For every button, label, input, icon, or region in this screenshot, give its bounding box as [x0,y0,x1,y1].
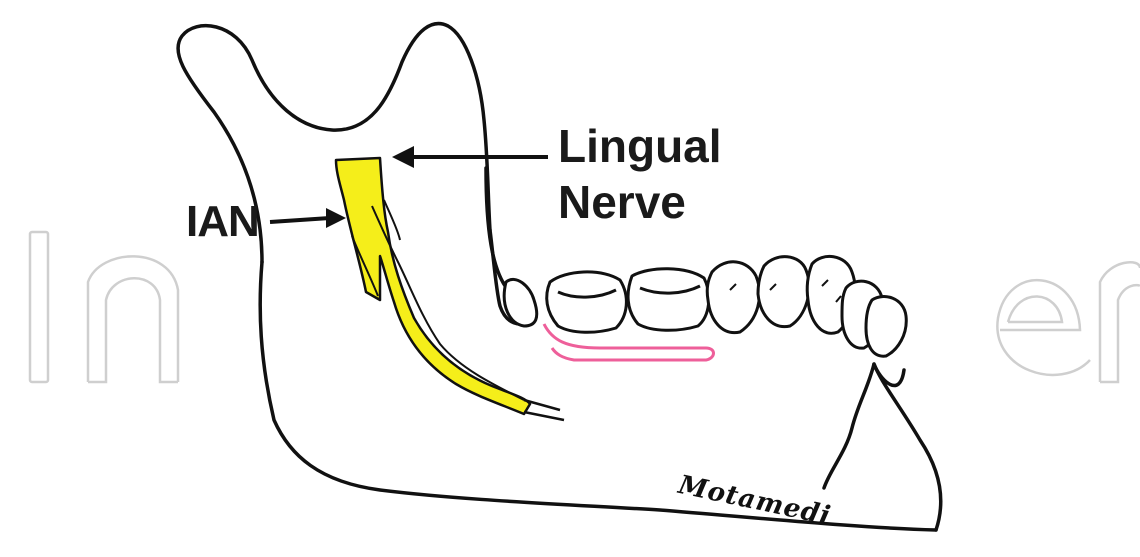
tooth-premolar-1 [758,257,809,327]
ian-arrowhead [326,208,346,228]
teeth [504,256,906,356]
lingual-label-line2: Nerve [558,174,722,230]
arrows [270,146,548,228]
lingual-label-line1: Lingual [558,118,722,174]
ian-label: IAN [186,200,259,244]
ian-arrow-line [270,218,330,222]
inferior-alveolar-nerve [336,158,530,414]
lingual-nerve-label: Lingual Nerve [558,118,722,230]
tooth-second-molar [547,272,627,332]
tooth-incisor-central [866,297,906,357]
tooth-premolar-2 [707,262,759,333]
tooth-first-molar [628,269,709,331]
lingual-arrowhead [392,146,414,168]
